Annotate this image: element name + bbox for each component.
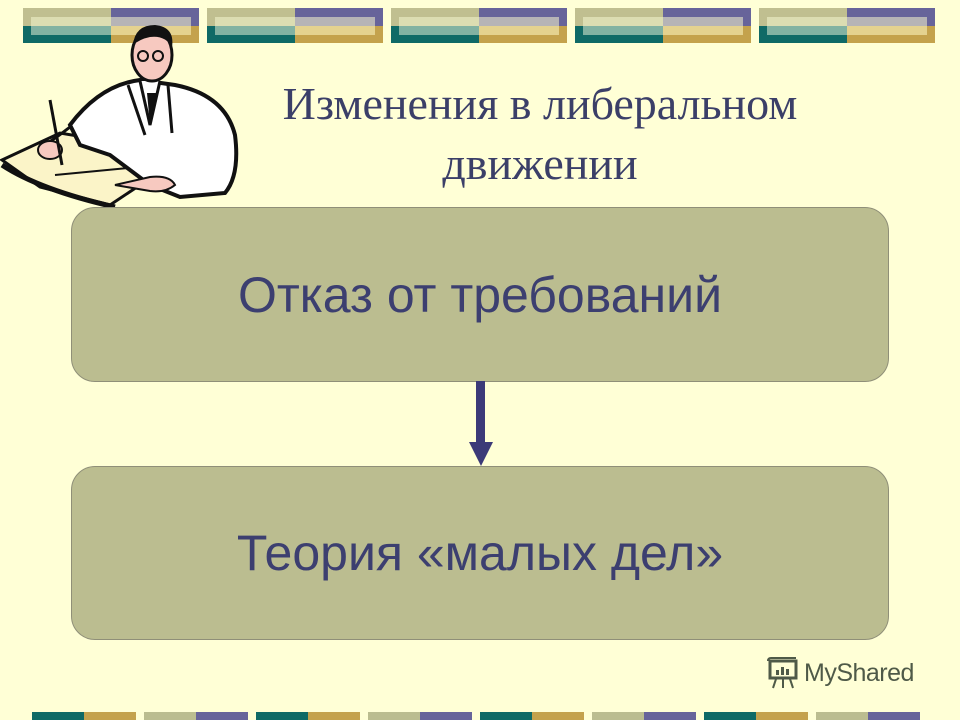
box-label: Отказ от требований [237,266,722,323]
bottom-stripe-pair [256,712,360,720]
top-stripe-block [391,8,567,43]
title-line-1: Изменения в либеральном [282,78,798,129]
man-writing-illustration [0,25,239,210]
top-stripe-block [575,8,751,43]
top-stripe-block [759,8,935,43]
myshared-watermark: MyShared [766,657,914,689]
top-stripe-block [207,8,383,43]
bottom-stripe-pair [480,712,584,720]
bottom-stripe-pair [144,712,248,720]
presentation-board-icon [767,657,798,689]
bottom-stripe-pair [368,712,472,720]
title-line-2: движении [442,138,638,189]
down-arrow-icon [469,381,493,466]
diagram-box-small-deeds-theory: Теория «малых дел» [71,466,889,640]
top-decorative-band [0,8,960,44]
box-label: Теория «малых дел» [236,525,724,581]
slide-title: Изменения в либеральном движении [235,74,845,194]
bottom-stripe-pair [32,712,136,720]
watermark-text: MyShared [804,658,914,687]
bottom-decorative-band [0,712,960,720]
bottom-stripe-pair [816,712,920,720]
bottom-stripe-pair [592,712,696,720]
bottom-stripe-pair [704,712,808,720]
diagram-box-demands-rejection: Отказ от требований [71,207,889,382]
